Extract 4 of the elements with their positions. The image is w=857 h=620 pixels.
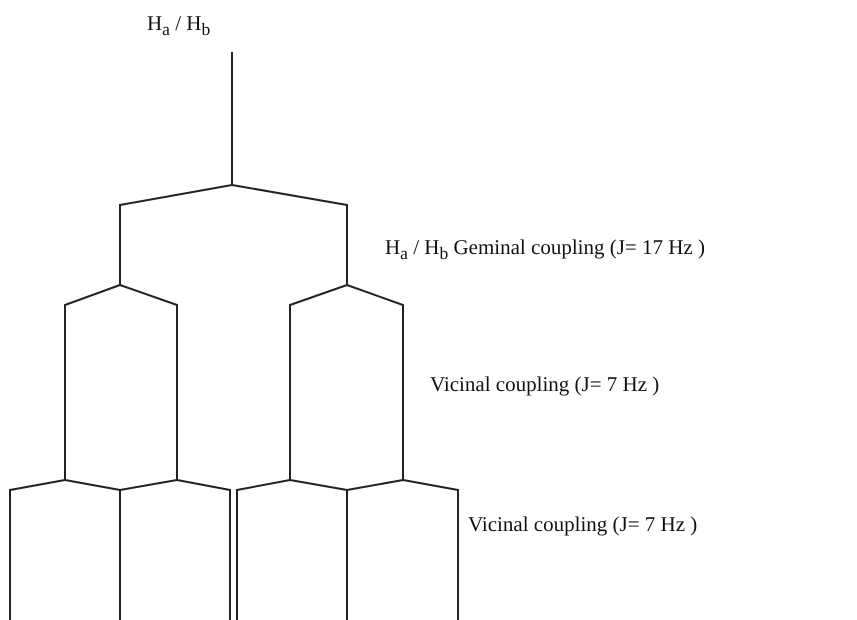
coupling-label: Vicinal coupling (J= 7 Hz ) — [468, 513, 698, 536]
proton-label: H$_{a}$ / H$_{b}$ — [147, 12, 210, 40]
coupling-label: H$_{a}$ / H$_{b}$ Geminal coupling (J= 17 Hz ) — [385, 236, 705, 264]
coupling-label: Vicinal coupling (J= 7 Hz ) — [430, 373, 660, 396]
